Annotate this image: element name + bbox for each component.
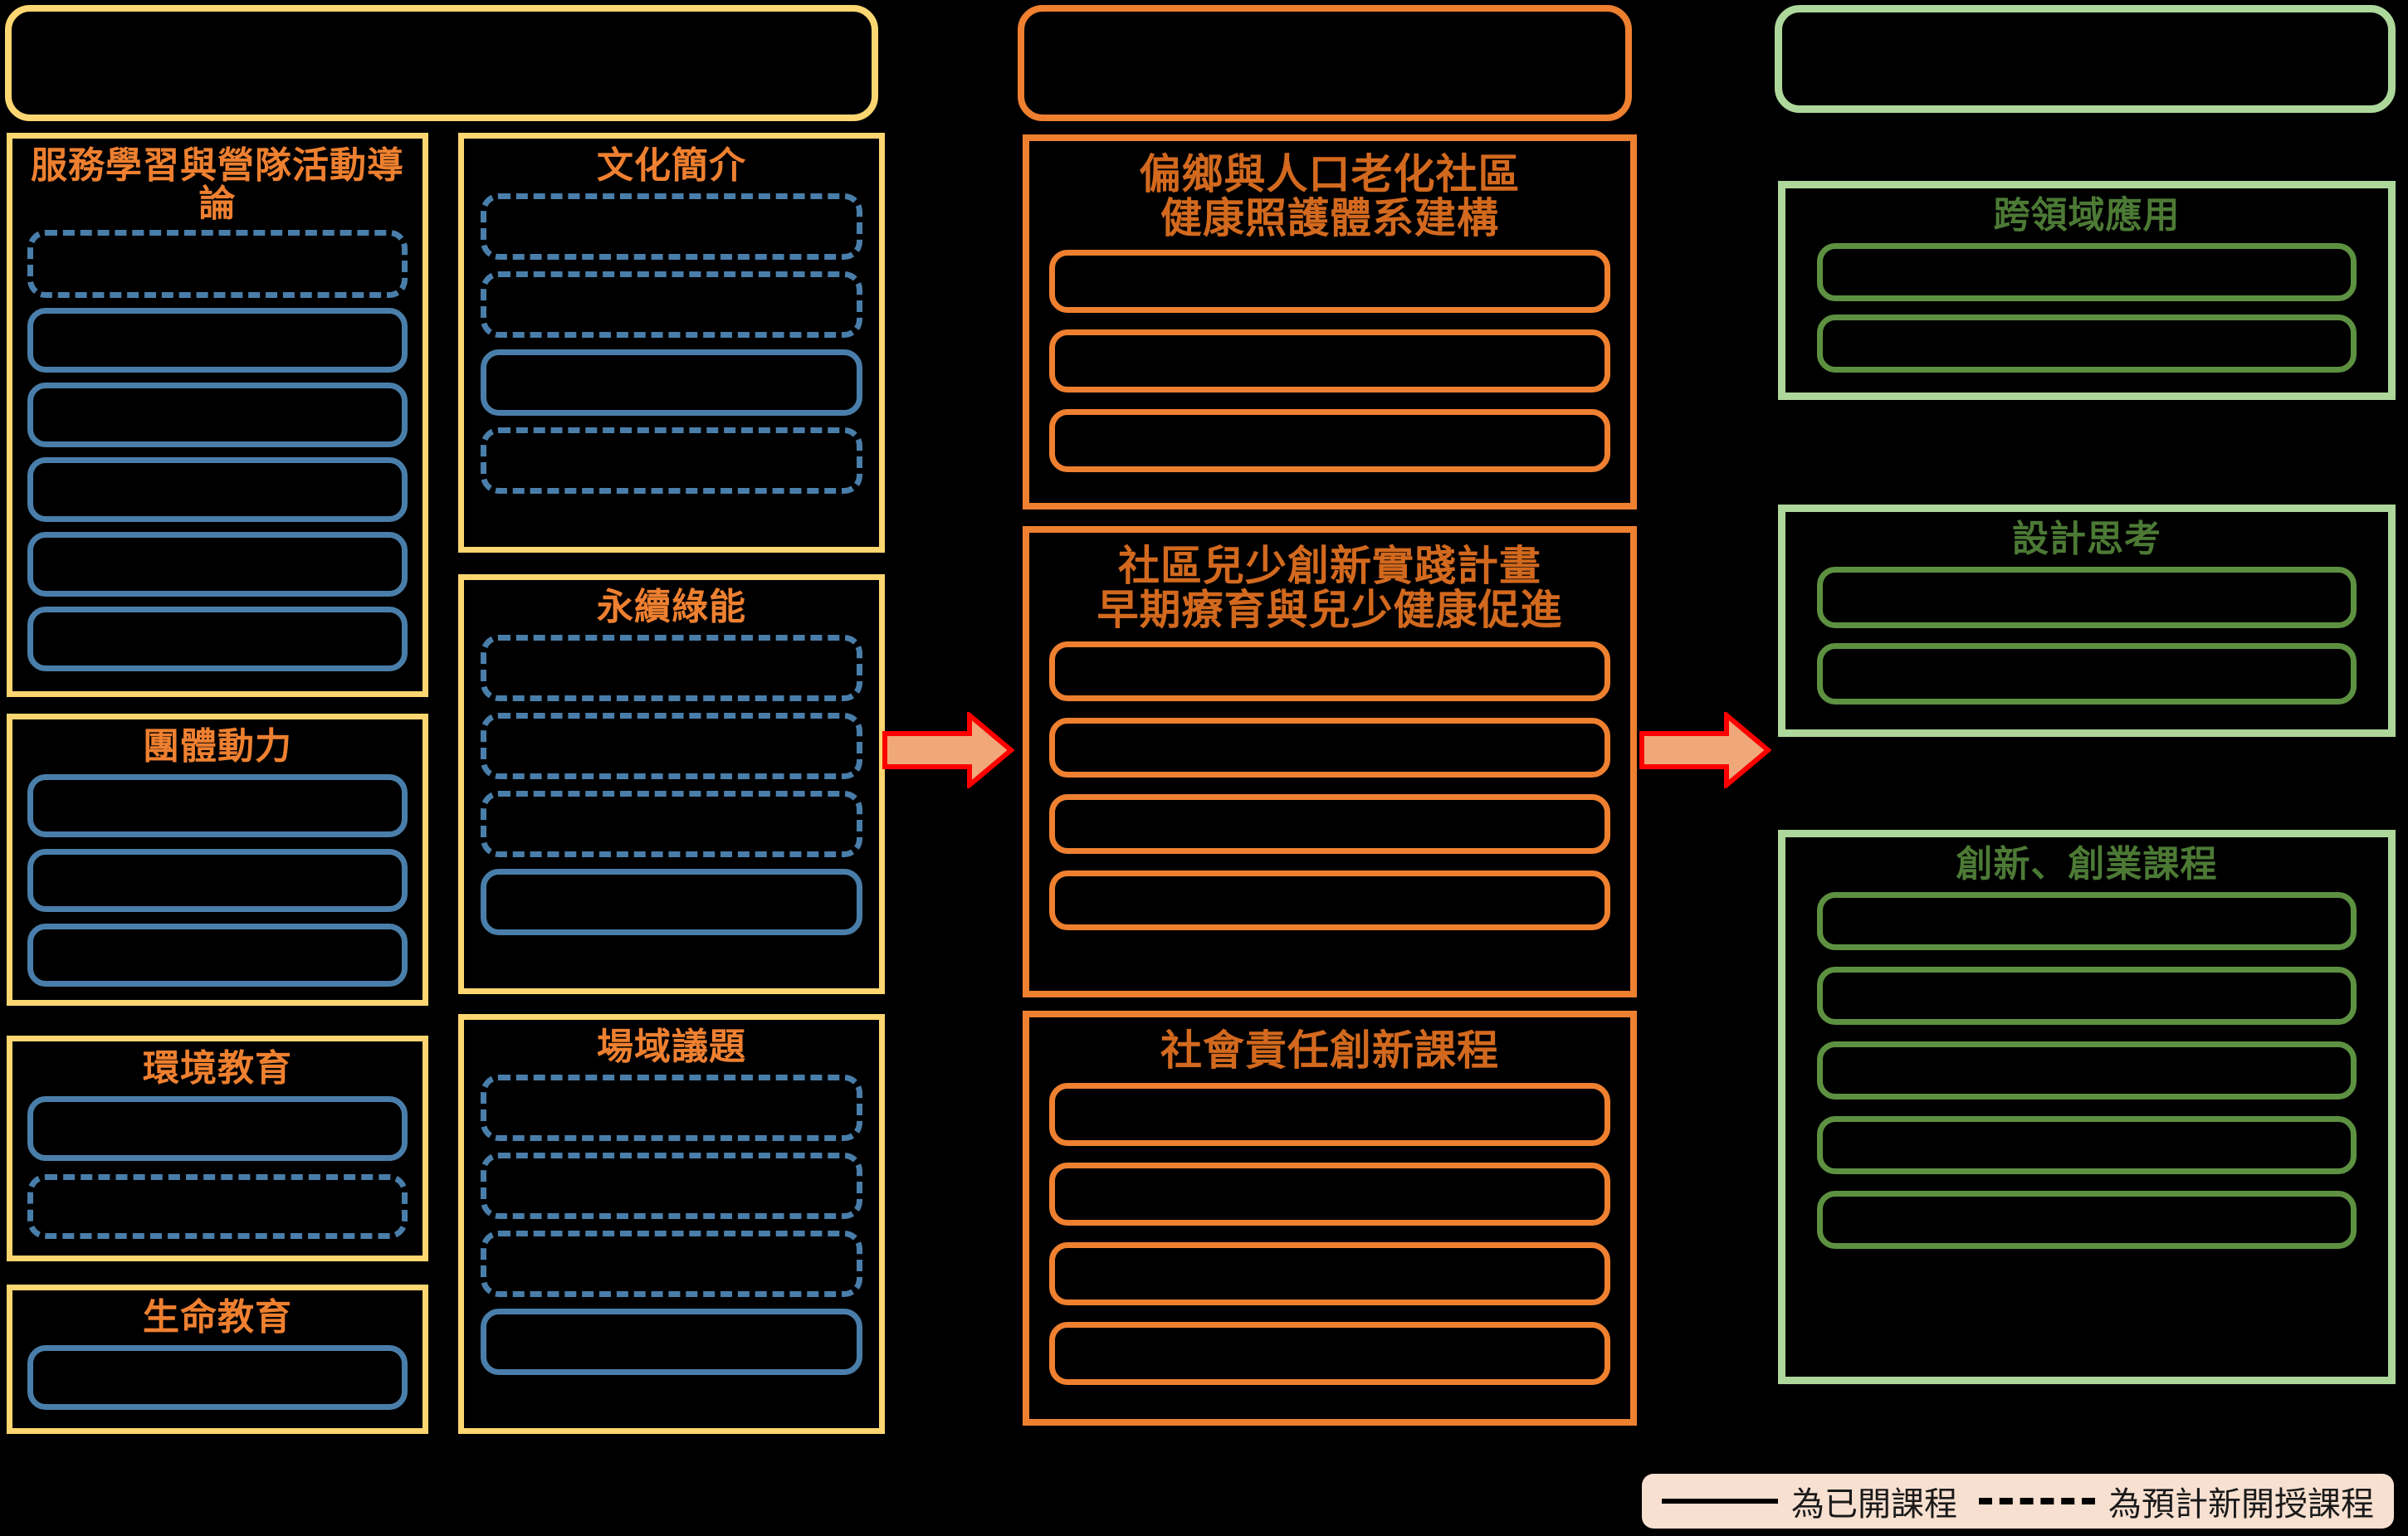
course-item[interactable] xyxy=(1817,243,2357,302)
group-life-education: 生命教育 xyxy=(7,1285,428,1434)
group-social-responsibility-innovation: 社會責任創新課程 xyxy=(1023,1011,1637,1426)
course-item[interactable] xyxy=(1049,1162,1610,1226)
group-title: 偏鄉與人口老化社區 健康照護體系建構 xyxy=(1139,151,1521,241)
course-item[interactable] xyxy=(27,457,408,523)
group-interdisciplinary-application: 跨領域應用 xyxy=(1778,181,2396,400)
course-item[interactable] xyxy=(481,713,862,780)
course-item[interactable] xyxy=(27,924,408,987)
course-item[interactable] xyxy=(1817,892,2357,951)
group-title: 團體動力 xyxy=(143,726,292,767)
course-item[interactable] xyxy=(481,193,862,261)
course-item[interactable] xyxy=(1817,1116,2357,1175)
course-item[interactable] xyxy=(481,1309,862,1376)
group-title: 設計思考 xyxy=(2012,519,2161,559)
course-item[interactable] xyxy=(27,1345,408,1411)
legend-label: 為預計新開授課程 xyxy=(2108,1486,2374,1523)
group-innovation-entrepreneurship: 創新、創業課程 xyxy=(1778,830,2396,1384)
course-item[interactable] xyxy=(1049,718,1610,778)
course-item[interactable] xyxy=(27,849,408,913)
course-item[interactable] xyxy=(1817,315,2357,373)
group-title: 服務學習與營隊活動導論 xyxy=(31,145,404,225)
course-item[interactable] xyxy=(481,349,862,417)
group-title: 創新、創業課程 xyxy=(1956,844,2218,885)
legend-label: 為已開課程 xyxy=(1791,1486,1957,1523)
course-item[interactable] xyxy=(481,1153,862,1220)
course-item[interactable] xyxy=(27,230,408,299)
course-item[interactable] xyxy=(1049,329,1610,393)
group-title: 生命教育 xyxy=(143,1297,292,1338)
course-item[interactable] xyxy=(27,308,408,373)
course-item[interactable] xyxy=(27,607,408,672)
course-item[interactable] xyxy=(1817,1041,2357,1100)
course-item[interactable] xyxy=(481,635,862,702)
group-group-dynamics: 團體動力 xyxy=(7,714,428,1006)
group-child-youth-innovation: 社區兒少創新實踐計畫 早期療育與兒少健康促進 xyxy=(1023,526,1637,997)
group-culture-intro: 文化簡介 xyxy=(458,133,885,553)
left-column-header xyxy=(5,5,878,121)
group-title: 文化簡介 xyxy=(597,145,746,186)
group-sustainable-green-energy: 永續綠能 xyxy=(458,574,885,994)
arrow-middle-to-right xyxy=(1639,709,1772,791)
course-item[interactable] xyxy=(1817,1191,2357,1250)
course-item[interactable] xyxy=(27,383,408,448)
group-title: 場域議題 xyxy=(597,1026,746,1067)
course-item[interactable] xyxy=(1049,641,1610,701)
middle-column-header xyxy=(1018,5,1632,121)
course-item[interactable] xyxy=(481,791,862,858)
arrow-left-to-middle xyxy=(882,709,1015,791)
group-service-learning: 服務學習與營隊活動導論 xyxy=(7,133,428,697)
course-item[interactable] xyxy=(27,532,408,597)
group-design-thinking: 設計思考 xyxy=(1778,505,2396,737)
group-field-issues: 場域議題 xyxy=(458,1014,885,1434)
course-item[interactable] xyxy=(1049,250,1610,313)
course-item[interactable] xyxy=(481,1075,862,1142)
course-item[interactable] xyxy=(1049,1241,1610,1305)
course-item[interactable] xyxy=(1049,1321,1610,1385)
right-column-header xyxy=(1775,5,2396,113)
course-item[interactable] xyxy=(1817,567,2357,629)
legend-item-planned-course: 為預計新開授課程 xyxy=(1979,1477,2374,1525)
group-title: 永續綠能 xyxy=(597,587,746,627)
group-title: 社會責任創新課程 xyxy=(1160,1027,1499,1074)
course-item[interactable] xyxy=(1817,643,2357,705)
course-item[interactable] xyxy=(481,271,862,339)
solid-line-icon xyxy=(1662,1499,1778,1504)
legend-item-existing-course: 為已開課程 xyxy=(1662,1477,1957,1525)
course-item[interactable] xyxy=(1049,870,1610,930)
dashed-line-icon xyxy=(1979,1498,2095,1504)
group-rural-aging-community-health: 偏鄉與人口老化社區 健康照護體系建構 xyxy=(1023,134,1637,510)
course-item[interactable] xyxy=(481,427,862,495)
course-item[interactable] xyxy=(1049,409,1610,472)
group-title: 環境教育 xyxy=(143,1048,292,1089)
legend: 為已開課程 為預計新開授課程 xyxy=(1642,1474,2394,1529)
group-title: 跨領域應用 xyxy=(1993,195,2181,236)
group-title: 社區兒少創新實踐計畫 早期療育與兒少健康促進 xyxy=(1097,543,1563,633)
group-environmental-education: 環境教育 xyxy=(7,1036,428,1261)
course-item[interactable] xyxy=(1049,1082,1610,1146)
course-item[interactable] xyxy=(27,1096,408,1162)
course-item[interactable] xyxy=(1817,967,2357,1026)
course-item[interactable] xyxy=(27,1174,408,1240)
course-item[interactable] xyxy=(1049,794,1610,854)
course-item[interactable] xyxy=(481,869,862,936)
course-item[interactable] xyxy=(481,1231,862,1298)
course-item[interactable] xyxy=(27,774,408,838)
